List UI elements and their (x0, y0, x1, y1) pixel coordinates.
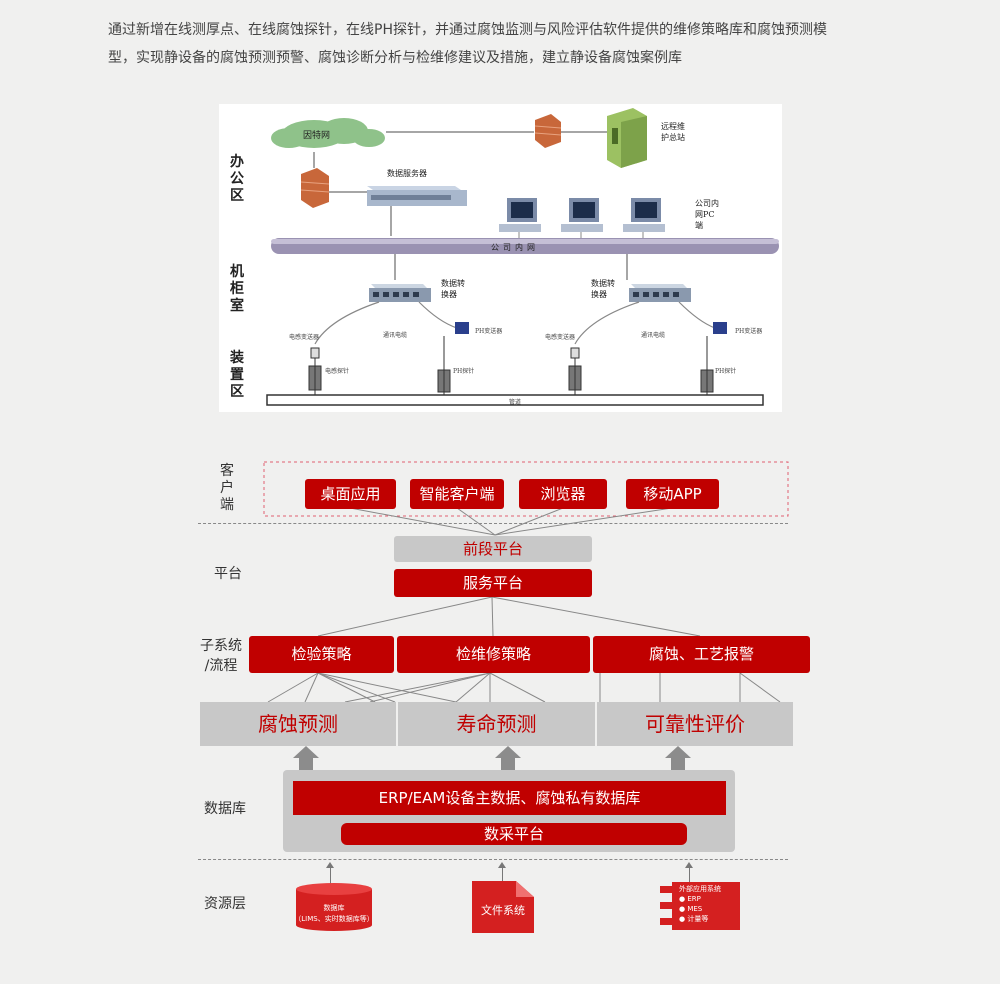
layer-label-client: 客户端 (220, 463, 234, 513)
converter-label-1: 数据转换器 (441, 279, 465, 299)
ph-transmitter-label-2: PH变送器 (735, 328, 763, 335)
converter-label-2: 数据转换器 (591, 279, 615, 299)
internet-label: 因特网 (303, 131, 331, 141)
lan-bus (271, 238, 779, 254)
electric-probe-label-1: 电感探针 (325, 368, 350, 375)
layer-label-platform: 平台 (214, 566, 242, 582)
prediction-corrosion-box[interactable] (200, 702, 396, 746)
resource-external-item: ● ERP (679, 895, 701, 903)
converter-icon-2 (629, 284, 691, 302)
resource-external-item: ● MES (679, 905, 703, 913)
prediction-life-label: 寿命预测 (456, 712, 537, 736)
network-topology-diagram: 办公区 机柜室 装置区 因特网 远程维护总站 数据服务器 公司内网PC端 公司内… (219, 104, 782, 412)
front-platform-box (394, 536, 592, 562)
electric-transmitter-label-2: 电感变送器 (545, 334, 576, 341)
subsystem-inspection-strategy[interactable]: 检验策略 (249, 636, 394, 673)
layer-label-database: 数据库 (204, 801, 246, 817)
intro-paragraph: 通过新增在线测厚点、在线腐蚀探针，在线PH探针，并通过腐蚀监测与风险评估软件提供… (108, 16, 908, 72)
master-database-box[interactable]: ERP/EAM设备主数据、腐蚀私有数据库 (293, 781, 726, 815)
subsystem-corrosion-alarm[interactable]: 腐蚀、工艺报警 (593, 636, 810, 673)
subsystem-maintenance-strategy[interactable]: 检维修策略 (397, 636, 590, 673)
client-mobile-app-button[interactable]: 移动APP (626, 479, 719, 509)
data-collection-platform-box[interactable]: 数采平台 (341, 823, 687, 845)
resource-external-item: ● 计量等 (679, 915, 709, 923)
zone-cabinet-label: 机柜室 (230, 264, 244, 314)
resource-arrow-head (685, 862, 693, 868)
ph-transmitter-icon-2 (713, 322, 727, 334)
ph-transmitter-label-1: PH变送器 (475, 328, 503, 335)
separator-1 (198, 523, 788, 524)
converter-icon-1 (369, 284, 431, 302)
ph-transmitter-icon (455, 322, 469, 334)
pipe (266, 394, 764, 406)
client-desktop-app-button[interactable]: 桌面应用 (305, 479, 396, 509)
lan-label: 公司内网 (491, 243, 539, 252)
resource-database-title: 数据库 (323, 904, 345, 912)
resource-file-system-label: 文件系统 (481, 904, 525, 917)
data-server-label: 数据服务器 (387, 169, 427, 178)
prediction-corrosion-label: 腐蚀预测 (258, 712, 338, 736)
intro-line-2: 型，实现静设备的腐蚀预测预警、腐蚀诊断分析与检维修建议及措施，建立静设备腐蚀案例… (108, 50, 682, 66)
resource-database-subtitle: （LIMS、实时数据库等） (294, 915, 374, 923)
separator-2 (198, 859, 788, 860)
internet-cloud-icon (271, 118, 385, 148)
prediction-reliability-box[interactable] (597, 702, 793, 746)
electric-transmitter-label-1: 电感变送器 (289, 334, 320, 341)
prediction-reliability-label: 可靠性评价 (645, 712, 745, 736)
layer-label-resource: 资源层 (204, 896, 246, 912)
resource-external-labels: 外部应用系统 ● ERP ● MES ● 计量等 (679, 884, 739, 924)
prediction-life-box[interactable] (398, 702, 595, 746)
firewall-icon-2 (300, 168, 330, 208)
service-platform-box[interactable]: 服务平台 (394, 569, 592, 597)
resource-arrow-head (498, 862, 506, 868)
file-document-icon (472, 881, 534, 933)
pc-label: 公司内网PC端 (695, 199, 719, 230)
resource-arrow-line (330, 866, 331, 884)
ph-probe-label-1: PH探针 (453, 368, 475, 375)
zone-device-label: 装置区 (230, 350, 244, 400)
pc-icons (499, 198, 665, 232)
zone-office-label: 办公区 (230, 154, 244, 204)
resource-database-labels: 数据库 （LIMS、实时数据库等） (294, 903, 374, 925)
client-browser-button[interactable]: 浏览器 (519, 479, 607, 509)
resource-arrow-line (502, 866, 503, 884)
client-smart-client-button[interactable]: 智能客户端 (410, 479, 504, 509)
ph-probe-label-2: PH探针 (715, 368, 737, 375)
comm-cable-label-2: 通讯电缆 (641, 332, 666, 339)
intro-line-1: 通过新增在线测厚点、在线腐蚀探针，在线PH探针，并通过腐蚀监测与风险评估软件提供… (108, 22, 827, 38)
probe-icons (308, 336, 714, 400)
data-server-icon (367, 186, 467, 206)
external-system-icon (660, 882, 740, 930)
layer-label-subsystem: 子系统 /流程 (200, 638, 242, 674)
pipe-label: 管道 (509, 399, 522, 406)
resource-arrow-head (326, 862, 334, 868)
comm-cable-label-1: 通讯电缆 (383, 332, 408, 339)
front-platform-label: 前段平台 (462, 540, 523, 558)
resource-arrow-line (689, 866, 690, 884)
firewall-icon (534, 114, 562, 148)
database-cylinder-icon (296, 883, 372, 931)
topology-graphics (266, 108, 779, 406)
remote-server-icon (607, 108, 647, 168)
remote-station-label: 远程维护总站 (661, 122, 685, 142)
resource-external-title: 外部应用系统 (679, 885, 721, 893)
